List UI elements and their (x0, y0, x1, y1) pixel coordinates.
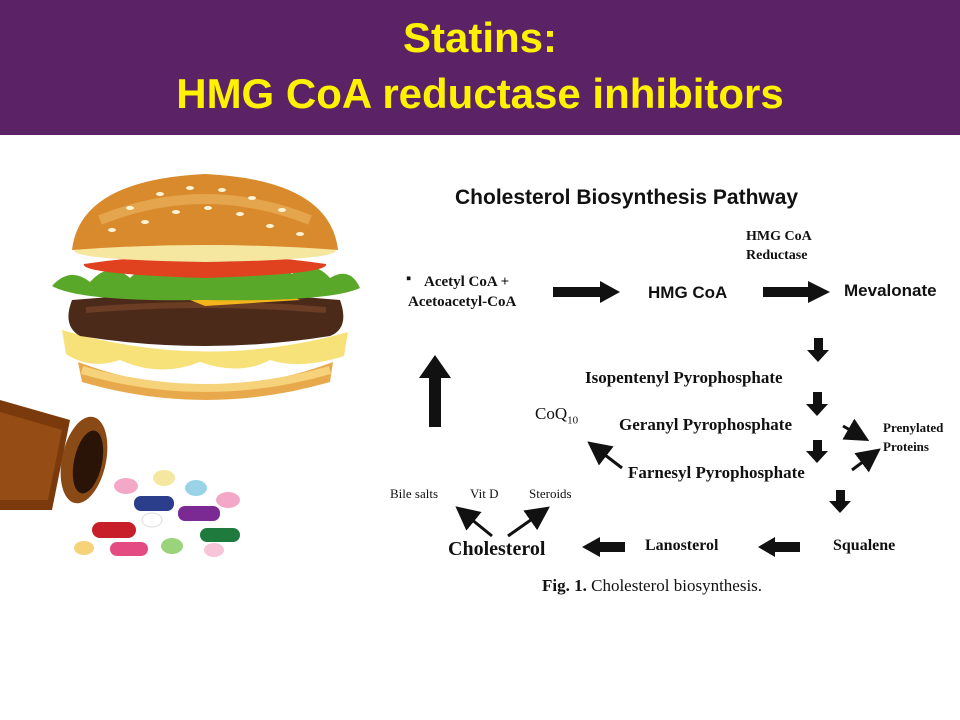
arrow-squalene-to-lanosterol (758, 537, 800, 557)
burger-image (52, 174, 360, 400)
pills-image (74, 470, 240, 557)
arrow-farnesyl-to-coq (587, 441, 623, 470)
arrow-farnesyl-to-squalene (829, 490, 851, 513)
title-banner: Statins: HMG CoA reductase inhibitors (0, 0, 960, 135)
coq-subscript: 10 (567, 414, 579, 427)
arrow-isopentenyl-to-geranyl (806, 392, 828, 416)
node-farnesyl-pyrophosphate: Farnesyl Pyrophosphate (628, 463, 805, 482)
node-squalene: Squalene (833, 537, 896, 554)
arrow-cholesterol-to-steroids (507, 506, 550, 538)
node-vit-d: Vit D (470, 486, 499, 501)
node-mevalonate: Mevalonate (844, 281, 937, 300)
node-proteins: Proteins (883, 439, 929, 454)
arrow-geranyl-to-farnesyl (806, 440, 828, 463)
node-lanosterol: Lanosterol (645, 537, 719, 554)
enzyme-reductase: Reductase (746, 248, 808, 263)
arrow-lanosterol-to-cholesterol (582, 537, 625, 557)
node-steroids: Steroids (529, 486, 572, 501)
node-prenylated: Prenylated (883, 420, 944, 435)
arrow-geranyl-to-prenylated (842, 418, 870, 441)
node-geranyl-pyrophosphate: Geranyl Pyrophosphate (619, 415, 793, 434)
arrow-farnesyl-to-prenylated (851, 448, 881, 473)
node-bile-salts: Bile salts (390, 486, 439, 501)
arrow-mevalonate-to-isopentenyl (807, 338, 829, 362)
arrow-feedback-up (419, 355, 451, 427)
arrow-hmgcoa-to-mevalonate (763, 281, 830, 303)
arrow-acetyl-to-hmgcoa (553, 281, 620, 303)
figure-caption-label: Fig. 1. (542, 576, 587, 595)
node-isopentenyl-pyrophosphate: Isopentenyl Pyrophosphate (585, 368, 783, 387)
node-cholesterol: Cholesterol (448, 538, 546, 560)
bullet: ▪ (406, 271, 412, 287)
slide-title-line1: Statins: (402, 14, 557, 61)
arrow-cholesterol-to-bile-salts (455, 506, 493, 538)
node-hmg-coa: HMG CoA (648, 283, 728, 302)
node-acetyl-coa: Acetyl CoA + (424, 274, 510, 290)
enzyme-hmg-coa: HMG CoA (746, 229, 812, 244)
figure-caption: Fig. 1. Cholesterol biosynthesis. (542, 576, 762, 596)
node-acetoacetyl-coa: Acetoacetyl-CoA (408, 294, 517, 310)
coq-base: CoQ (535, 404, 568, 423)
figure-caption-text: Cholesterol biosynthesis. (591, 576, 763, 595)
node-coq10: CoQ10 (535, 404, 578, 426)
diagram-title: Cholesterol Biosynthesis Pathway (455, 186, 799, 209)
slide-title-line2: HMG CoA reductase inhibitors (176, 70, 784, 117)
pill-bottle-image (0, 400, 108, 510)
burger-and-pills-illustration (0, 174, 360, 557)
